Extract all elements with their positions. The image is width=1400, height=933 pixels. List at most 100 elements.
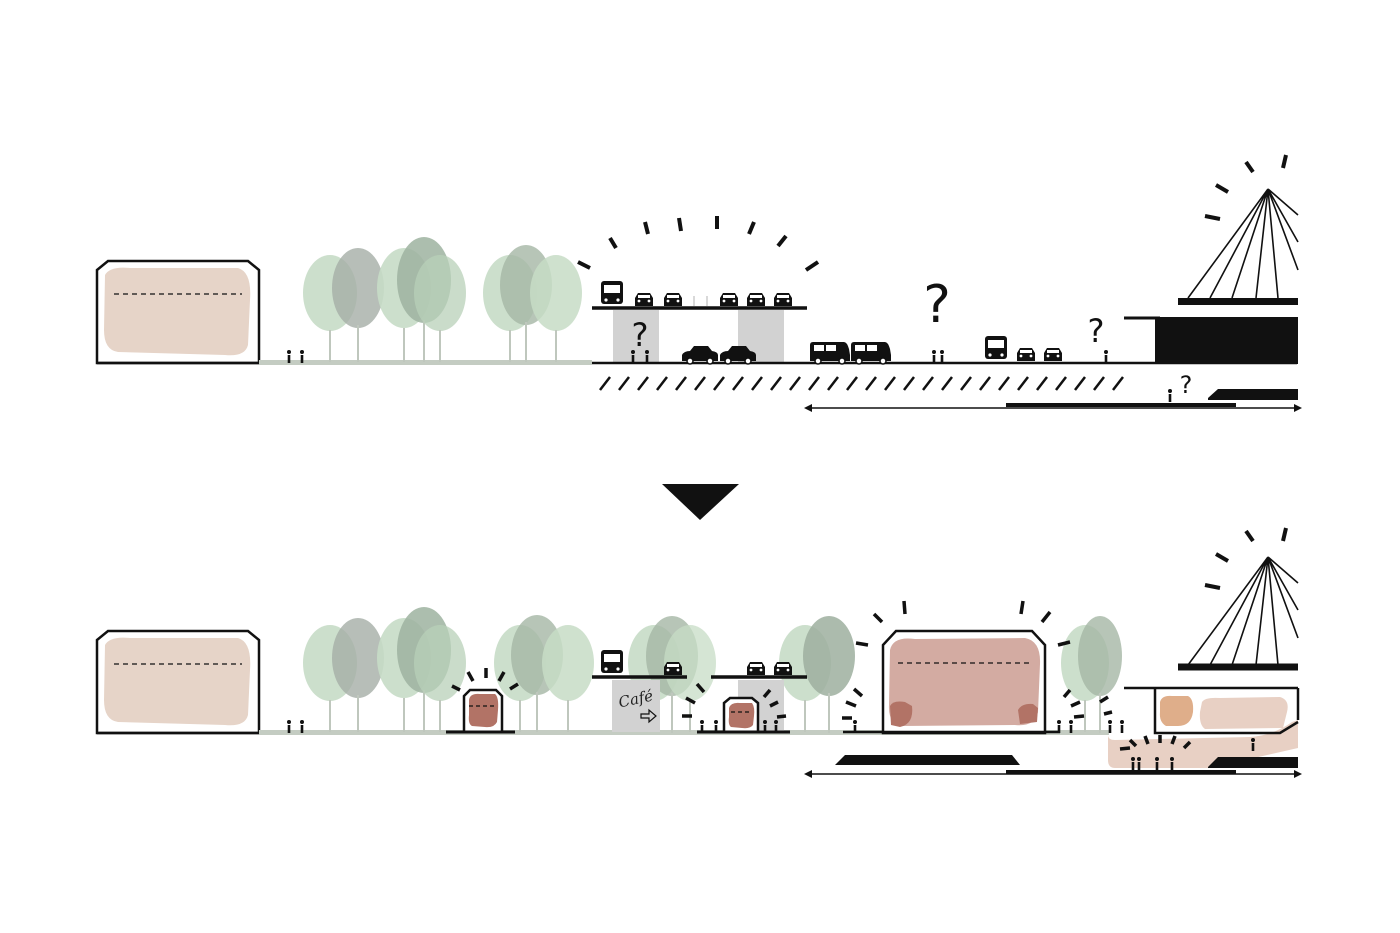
tree-group-2 [483,245,582,362]
person-icon [1168,389,1172,402]
tree-icon [530,255,582,362]
vehicles-elevated [601,281,792,306]
hatch-stroke [751,376,763,391]
hatch-stroke [941,376,953,391]
car-icon [720,346,756,365]
noise-arc-building [842,600,1113,720]
car-front-icon [747,293,765,306]
hatch-stroke [732,376,744,391]
person-icon [1170,757,1174,770]
tree-group-1 [303,237,466,362]
hatch-stroke [789,376,801,391]
person-icon [287,720,291,733]
person-icon [1120,720,1124,733]
noise-arc-underpass [682,682,787,719]
hatch-stroke [770,376,782,391]
left-building-after [95,629,261,735]
person-icon [631,350,635,363]
person-icon [1104,350,1108,363]
train-track-bottom [1006,770,1236,774]
people-park [287,350,304,363]
bus-icon [985,336,1007,359]
car-icon [682,346,718,365]
car-front-icon [774,662,792,675]
bridge-cables-top [1187,188,1299,299]
person-icon [1069,720,1073,733]
car-front-icon [1044,348,1062,361]
hatch-stroke [1055,376,1067,391]
hatch-stroke [713,376,725,391]
hatch-stroke [599,376,611,391]
large-new-building [843,629,1060,735]
person-icon [300,720,304,733]
noise-arc-station [1119,735,1192,751]
person-icon [714,720,718,733]
hatch-stroke [1074,376,1086,391]
bus-icon [601,281,623,304]
car-front-icon [720,293,738,306]
car-front-icon [664,293,682,306]
person-icon [700,720,704,733]
tree-group-after-4 [779,616,855,733]
train-track-top [1006,403,1236,407]
person-icon [287,350,291,363]
tree-icon [332,248,384,362]
section-after: Café [95,527,1302,778]
car-front-icon [747,662,765,675]
double-arrow-bottom [804,770,1302,778]
tree-group-after-2 [494,615,594,732]
person-icon [645,350,649,363]
hatch-stroke [637,376,649,391]
park-ground-after [259,730,1109,735]
hatch-stroke [1036,376,1048,391]
car-front-icon [635,293,653,306]
station-building [1124,298,1298,364]
hatch-stroke [618,376,630,391]
park-ground [259,360,592,365]
person-icon [940,350,944,363]
train-platform-bottom [1208,757,1298,768]
hatch-stroke [998,376,1010,391]
question-mark-large: ? [923,275,951,335]
hatch-stroke [865,376,877,391]
down-arrow-icon [662,484,739,520]
hatch-stroke [808,376,820,391]
hatch-stroke [979,376,991,391]
cafe-pier: Café [612,680,660,732]
question-mark-underground: ? [1180,371,1193,399]
hatch-stroke [884,376,896,391]
person-icon [763,720,767,733]
person-icon [1155,757,1159,770]
person-icon [1057,720,1061,733]
person-icon [932,350,936,363]
person-icon [853,720,857,733]
tree-group-after-5 [1061,616,1122,733]
hatch-stroke [1017,376,1029,391]
arrow-right-icon [640,708,657,724]
van-icon [810,342,850,365]
tree-group-after-1 [303,607,466,732]
bridge-cables-bottom [1187,556,1299,666]
van-icon [851,342,891,365]
question-mark-small: ? [1088,312,1105,350]
hatch-stroke [694,376,706,391]
train-platform-top [1208,389,1298,400]
pavilion-small [446,688,515,734]
car-front-icon [774,293,792,306]
noise-arc-top [577,216,820,272]
noise-arc-bridge-top [1204,154,1288,221]
car-front-icon [664,662,682,675]
person-icon [1131,757,1135,770]
noise-arc-pavilion [451,668,519,692]
tree-icon [414,255,466,362]
hatch-stroke [1112,376,1124,391]
person-icon [774,720,778,733]
car-front-icon [1017,348,1035,361]
person-icon [1251,738,1255,751]
new-station-building [1108,663,1300,768]
hatch-stroke [656,376,668,391]
hatch-stroke [846,376,858,391]
hatched-ground [599,376,1124,391]
